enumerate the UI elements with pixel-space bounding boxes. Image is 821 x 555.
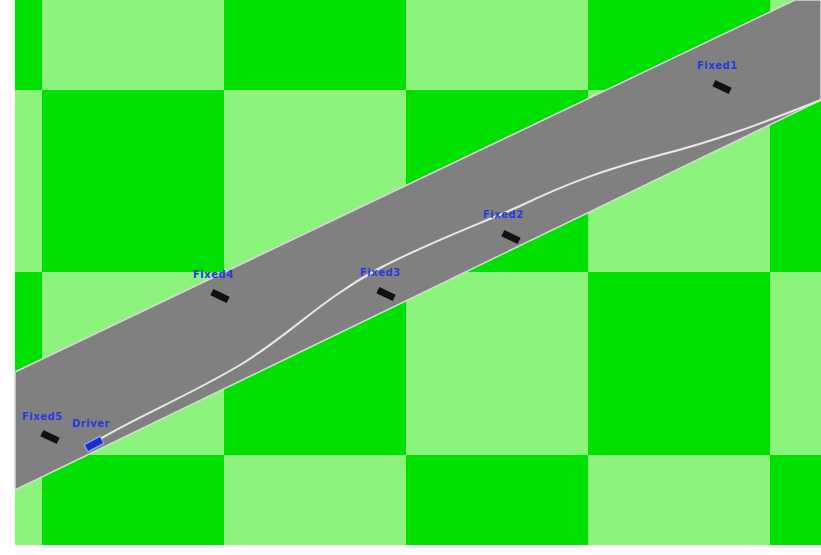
car-label: Driver xyxy=(72,418,110,430)
fixed-car xyxy=(712,80,731,94)
fixed-car xyxy=(501,230,520,244)
car-label: Fixed3 xyxy=(360,267,401,279)
fixed-cars xyxy=(40,80,731,444)
road xyxy=(15,0,821,490)
fixed-car xyxy=(40,430,59,444)
car-label: Fixed5 xyxy=(22,411,63,423)
fixed-car xyxy=(210,289,229,303)
fixed-car xyxy=(376,287,395,301)
checkerboard-ground xyxy=(15,0,821,545)
car-label: Fixed1 xyxy=(697,60,738,72)
trajectory-line xyxy=(95,100,821,442)
car-label: Fixed2 xyxy=(483,209,524,221)
driver-car xyxy=(84,436,104,452)
car-label: Fixed4 xyxy=(193,269,234,281)
